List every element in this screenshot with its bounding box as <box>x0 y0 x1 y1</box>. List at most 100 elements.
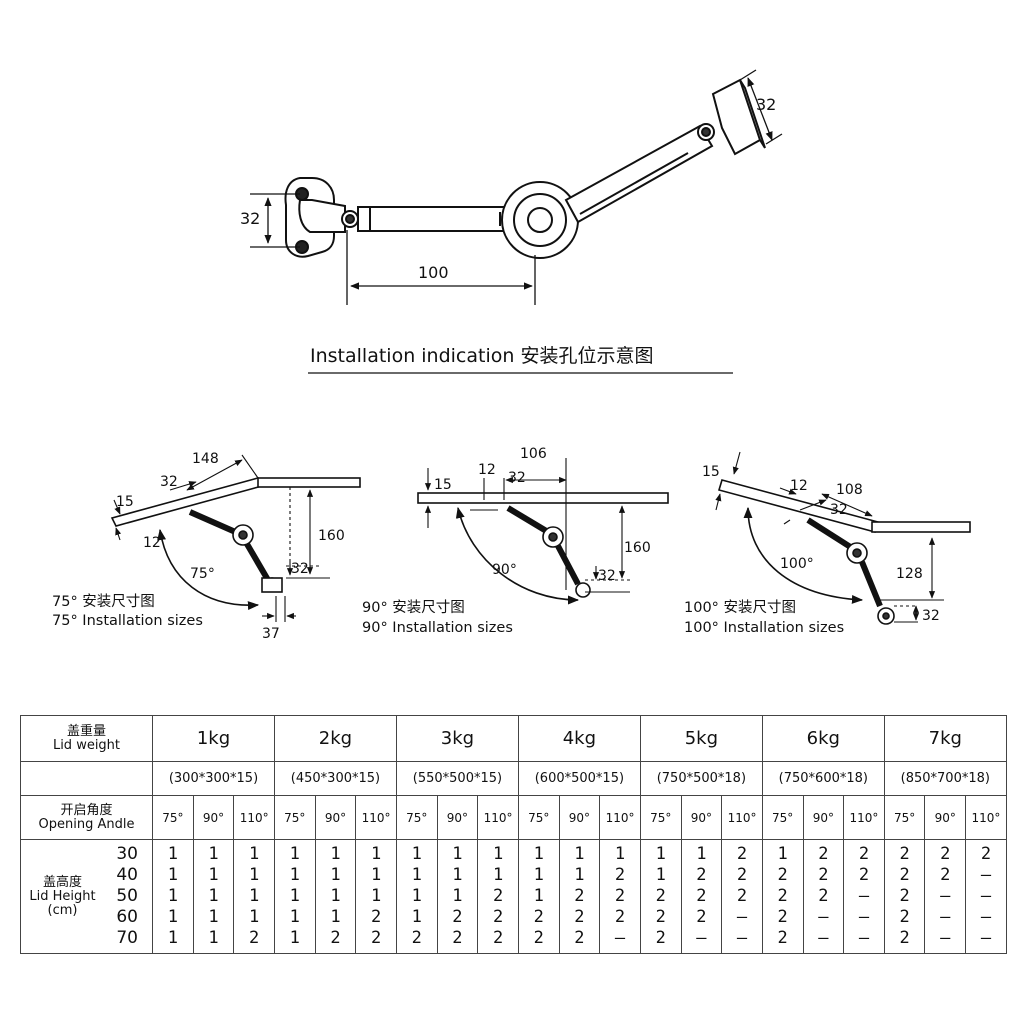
angle-cell: 75° <box>517 795 560 840</box>
height-values: 30 40 50 60 70 <box>116 844 138 948</box>
angle-cell: 75° <box>395 795 438 840</box>
angle-cell: 75° <box>273 795 316 840</box>
dim-37: 37 <box>262 626 280 642</box>
angle-cell: 75° <box>152 795 194 840</box>
caption-100-en: 100° Installation sizes <box>684 620 844 636</box>
angle-cell: 90° <box>802 795 845 840</box>
angle-75: 75° <box>190 566 215 582</box>
blank-cell <box>20 761 153 796</box>
qty-column: 2———— <box>965 839 1007 954</box>
row-lid-size: (300*300*15) (450*300*15) (550*500*15) (… <box>20 761 1007 796</box>
size-cell: (300*300*15) <box>152 761 275 796</box>
angle-cell: 110° <box>965 795 1007 840</box>
size-cell: (450*300*15) <box>273 761 397 796</box>
weight-cell: 7kg <box>883 715 1007 762</box>
angle-cell: 75° <box>883 795 926 840</box>
dim-15: 15 <box>702 464 720 480</box>
angle-cell: 75° <box>761 795 804 840</box>
dim-32-top: 32 <box>830 502 848 518</box>
size-cell: (750*500*18) <box>639 761 763 796</box>
dim-160: 160 <box>318 528 345 544</box>
size-cell: (850*700*18) <box>883 761 1007 796</box>
angle-cell: 110° <box>477 795 519 840</box>
angle-90: 90° <box>492 562 517 578</box>
row-lid-weight: 盖重量 Lid weight 1kg 2kg 3kg 4kg 5kg 6kg 7… <box>20 715 1007 762</box>
angle-cell: 110° <box>233 795 275 840</box>
dim-160: 160 <box>624 540 651 556</box>
angle-100: 100° <box>780 556 814 572</box>
angle-cell: 110° <box>721 795 763 840</box>
dim-length: 100 <box>418 263 449 282</box>
caption-75-cn: 75° 安装尺寸图 <box>52 593 155 610</box>
dim-32-bottom: 32 <box>598 568 616 584</box>
main-title: Installation indication 安装孔位示意图 <box>310 345 653 367</box>
row-opening-angle: 开启角度 Opening Andle 75°90°110° 75°90°110°… <box>20 795 1007 840</box>
label-lid-weight: 盖重量 Lid weight <box>20 715 153 762</box>
angle-cell: 110° <box>843 795 885 840</box>
dim-15: 15 <box>434 477 452 493</box>
caption-90-en: 90° Installation sizes <box>362 620 513 636</box>
dim-right-height: 32 <box>756 95 776 114</box>
diagram-90: 106 12 32 15 160 32 90° 90° 安装尺寸图 90° In… <box>362 446 669 636</box>
spec-table: 盖重量 Lid weight 1kg 2kg 3kg 4kg 5kg 6kg 7… <box>20 715 1007 954</box>
angle-cell: 90° <box>680 795 723 840</box>
weight-cell: 1kg <box>152 715 275 762</box>
dim-12: 12 <box>143 535 161 551</box>
angle-cell: 90° <box>436 795 479 840</box>
angle-cell: 75° <box>639 795 682 840</box>
diagram-100: 15 12 108 32 128 32 100° 100° 安装尺寸图 100°… <box>684 451 971 636</box>
caption-100-cn: 100° 安装尺寸图 <box>684 599 796 616</box>
top-hinge-diagram <box>284 78 766 259</box>
dim-12: 12 <box>790 478 808 494</box>
weight-cell: 2kg <box>273 715 397 762</box>
size-cell: (550*500*15) <box>395 761 519 796</box>
dim-108: 108 <box>836 482 863 498</box>
caption-75-en: 75° Installation sizes <box>52 613 203 629</box>
size-cell: (600*500*15) <box>517 761 641 796</box>
dim-32-top: 32 <box>160 474 178 490</box>
top-dimensions <box>250 69 783 305</box>
label-opening-angle: 开启角度 Opening Andle <box>20 795 153 840</box>
dim-148: 148 <box>192 451 219 467</box>
weight-cell: 4kg <box>517 715 641 762</box>
dim-32-top: 32 <box>508 470 526 486</box>
dim-32-bottom: 32 <box>922 608 940 624</box>
angle-cell: 90° <box>314 795 357 840</box>
angle-cell: 90° <box>192 795 235 840</box>
dim-12: 12 <box>478 462 496 478</box>
dim-106: 106 <box>520 446 547 462</box>
weight-cell: 6kg <box>761 715 885 762</box>
angle-cell: 110° <box>599 795 641 840</box>
dim-32-bottom: 32 <box>291 561 309 577</box>
dim-15: 15 <box>116 494 134 510</box>
size-cell: (750*600*18) <box>761 761 885 796</box>
diagram-75: 148 32 15 12 160 32 37 75° 75° 安装尺寸图 75°… <box>52 451 361 642</box>
dim-128: 128 <box>896 566 923 582</box>
angle-cell: 110° <box>355 795 397 840</box>
weight-cell: 3kg <box>395 715 519 762</box>
drawing-canvas: 32 100 32 Installation indication 安装孔位示意… <box>52 69 971 642</box>
label-lid-height: 盖高度 Lid Height (cm) 30 40 50 60 70 <box>20 839 153 954</box>
dim-left-height: 32 <box>240 209 260 228</box>
